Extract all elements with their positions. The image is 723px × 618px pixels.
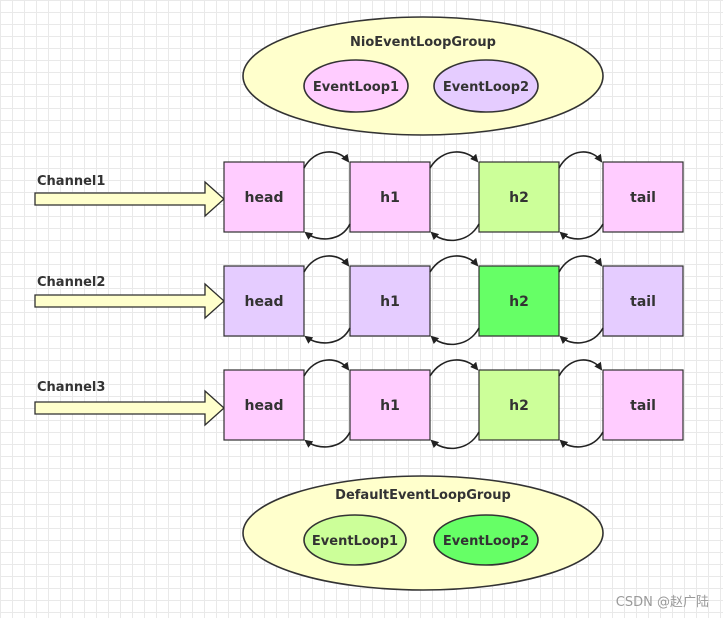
outbound-arrow-head-h1 [303, 255, 350, 273]
inbound-arrow-tail-h2 [559, 431, 604, 448]
handler-h2 [478, 265, 560, 337]
handler-h1-label: h1 [380, 294, 400, 310]
channel-label: Channel1 [37, 174, 105, 189]
handler-tail-label: tail [630, 190, 656, 206]
channel-input-arrow [34, 389, 225, 427]
inbound-arrow-h2-h1 [430, 431, 480, 450]
handler-h2 [478, 161, 560, 233]
outbound-arrow-h1-h2 [429, 359, 479, 377]
nio-group-title: NioEventLoopGroup [350, 35, 496, 50]
channel-label: Channel2 [37, 275, 105, 290]
default-event-loop-2-label: EventLoop2 [443, 534, 529, 549]
handler-h2 [478, 369, 560, 441]
default-group-title: DefaultEventLoopGroup [335, 488, 511, 503]
default-event-loop-1 [303, 514, 407, 566]
watermark: CSDN @赵广陆 [615, 595, 709, 610]
handler-h1 [349, 265, 431, 337]
nio-event-loop-1-label: EventLoop1 [313, 80, 399, 95]
handler-head [223, 265, 305, 337]
outbound-arrow-h1-h2 [429, 255, 479, 273]
handler-tail [602, 161, 684, 233]
handler-head [223, 369, 305, 441]
outbound-arrow-h2-tail [558, 255, 603, 273]
handler-head-label: head [245, 294, 284, 310]
handler-head-label: head [245, 190, 284, 206]
channel-input-arrow [34, 180, 225, 218]
inbound-arrow-tail-h2 [559, 223, 604, 240]
nio-event-loop-1 [303, 59, 409, 113]
handler-h2-label: h2 [509, 294, 529, 310]
default-event-loop-group: DefaultEventLoopGroup EventLoop1 EventLo… [242, 475, 604, 591]
inbound-arrow-h2-h1 [430, 327, 480, 346]
nio-event-loop-2-label: EventLoop2 [443, 80, 529, 95]
inbound-arrow-h2-h1 [430, 223, 480, 242]
default-event-loop-2 [433, 514, 539, 566]
default-event-loop-1-label: EventLoop1 [312, 534, 398, 549]
channel-input-arrow [34, 282, 225, 320]
handler-head [223, 161, 305, 233]
nio-event-loop-group: NioEventLoopGroup EventLoop1 EventLoop2 [242, 16, 604, 136]
outbound-arrow-h1-h2 [429, 151, 479, 169]
handler-h1-label: h1 [380, 398, 400, 414]
channel-row-2: Channel2 head h1 h2 tail [34, 255, 684, 346]
inbound-arrow-h1-head [304, 327, 351, 344]
channel-label: Channel3 [37, 380, 105, 395]
inbound-arrow-tail-h2 [559, 327, 604, 344]
outbound-arrow-h2-tail [558, 151, 603, 169]
handler-tail [602, 369, 684, 441]
handler-h1-label: h1 [380, 190, 400, 206]
outbound-arrow-head-h1 [303, 359, 350, 377]
channel-row-1: Channel1 head h1 h2 tail [34, 151, 684, 242]
handler-tail-label: tail [630, 398, 656, 414]
handler-h2-label: h2 [509, 190, 529, 206]
handler-h1 [349, 369, 431, 441]
handler-tail-label: tail [630, 294, 656, 310]
handler-tail [602, 265, 684, 337]
outbound-arrow-head-h1 [303, 151, 350, 169]
handler-h1 [349, 161, 431, 233]
handler-h2-label: h2 [509, 398, 529, 414]
inbound-arrow-h1-head [304, 223, 351, 240]
channel-row-3: Channel3 head h1 h2 tail [34, 359, 684, 450]
inbound-arrow-h1-head [304, 431, 351, 448]
outbound-arrow-h2-tail [558, 359, 603, 377]
handler-head-label: head [245, 398, 284, 414]
nio-event-loop-2 [433, 59, 539, 113]
